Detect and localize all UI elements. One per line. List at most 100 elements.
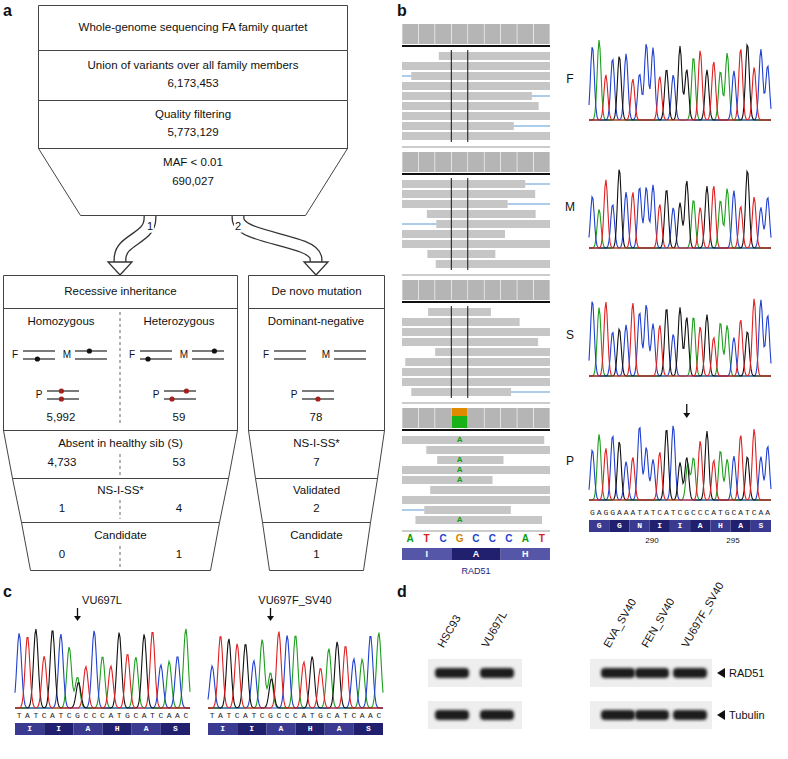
coverage-bar bbox=[452, 408, 468, 428]
western-blot bbox=[428, 659, 725, 729]
variant-arrow bbox=[270, 608, 271, 617]
node-text: Candidate bbox=[94, 529, 146, 542]
sequence-read bbox=[430, 486, 550, 494]
lane-label: VU697F_SV40 bbox=[678, 579, 727, 650]
arrow-head bbox=[108, 262, 132, 275]
amino-acid-track: G G N I I A H A S bbox=[597, 521, 769, 530]
track-separator bbox=[402, 403, 550, 404]
allele-dot bbox=[87, 348, 92, 353]
node-outline bbox=[38, 50, 348, 100]
sequence-read bbox=[402, 92, 532, 100]
sequence-read bbox=[402, 102, 539, 110]
sequence-read bbox=[435, 348, 550, 356]
coverage-bar bbox=[419, 24, 435, 44]
track-divider bbox=[402, 45, 550, 47]
node-text: De novo mutation bbox=[271, 285, 361, 298]
variant-base: A bbox=[457, 465, 463, 474]
variant-arrow-head bbox=[683, 413, 690, 418]
node-text: 5,992 bbox=[47, 411, 76, 424]
codon-number: 290 bbox=[645, 536, 658, 545]
band-label: Tubulin bbox=[729, 709, 765, 722]
track-separator bbox=[402, 147, 550, 148]
amino-acid: I bbox=[425, 549, 428, 559]
protein-band bbox=[480, 710, 514, 720]
branch-box: Dominant-negativeFMP78De novo mutation bbox=[248, 275, 385, 430]
mate-link bbox=[514, 126, 550, 127]
sequence-read bbox=[402, 122, 514, 130]
dashed-divider bbox=[120, 312, 121, 426]
box-border bbox=[4, 431, 238, 479]
node-text: 59 bbox=[173, 411, 186, 424]
chromosome-line bbox=[23, 350, 55, 351]
variant-base: A bbox=[457, 435, 463, 444]
amino-acid-bar bbox=[402, 548, 451, 560]
box-border bbox=[256, 479, 378, 523]
coverage-bar bbox=[501, 280, 517, 300]
sequence-read bbox=[402, 132, 550, 140]
inheritance-model: HeterozygousFMP59 bbox=[120, 308, 238, 430]
igv-alignment bbox=[402, 24, 550, 560]
column-marker bbox=[451, 178, 452, 270]
filter-step: NS-I-SS*14 bbox=[12, 478, 229, 522]
branch-arrow bbox=[108, 215, 150, 275]
reference-base: C bbox=[489, 533, 496, 545]
node-text: 5,773,129 bbox=[167, 126, 218, 139]
sample-label: VU697L bbox=[82, 594, 122, 607]
node-text: Candidate bbox=[290, 529, 342, 542]
section-divider bbox=[3, 308, 238, 309]
trace bbox=[589, 44, 771, 120]
mate-link bbox=[402, 510, 424, 511]
variant-arrow bbox=[77, 608, 78, 617]
mate-link bbox=[402, 76, 411, 77]
variant-base: A bbox=[457, 475, 463, 484]
panel-letter: b bbox=[397, 2, 407, 20]
sequence-read bbox=[437, 456, 503, 464]
sample-label: P bbox=[566, 455, 574, 469]
sequence-read bbox=[402, 378, 550, 386]
allele-dot bbox=[145, 356, 150, 361]
chromosome-line bbox=[192, 358, 224, 359]
node-text: 78 bbox=[310, 411, 323, 424]
sequence-read bbox=[424, 506, 511, 514]
node-text: Heterozygous bbox=[144, 315, 215, 328]
trace bbox=[589, 426, 771, 500]
trace bbox=[15, 629, 190, 708]
trace-bases: GAGGAAATATCATCGCCCATGCATCAA bbox=[590, 508, 772, 517]
dashed-divider bbox=[120, 454, 121, 475]
chromatogram bbox=[589, 170, 771, 248]
node-text: Whole-genome sequencing FA family quarte… bbox=[79, 21, 308, 34]
trace bbox=[15, 631, 190, 708]
node-text: P bbox=[36, 389, 43, 401]
coverage-bar bbox=[435, 280, 451, 300]
coverage-bar bbox=[402, 408, 418, 428]
filter-step: Union of variants over all family member… bbox=[38, 50, 348, 100]
trace-bases: TATCATCGCCCATGCATCAAC bbox=[17, 711, 192, 720]
column-marker bbox=[467, 50, 468, 142]
chromosome-line bbox=[192, 350, 224, 351]
sequence-read bbox=[402, 190, 535, 198]
filter-step: Absent in healthy sib (S)4,73353 bbox=[3, 430, 238, 478]
chromosome-line bbox=[75, 358, 107, 359]
coverage-bar bbox=[534, 408, 550, 428]
sequence-read bbox=[427, 210, 536, 218]
sample-label: M bbox=[565, 201, 575, 215]
sequence-read bbox=[402, 112, 550, 120]
chromosome-line bbox=[164, 390, 196, 391]
node-text: 690,027 bbox=[172, 175, 214, 188]
trace-bases: TATCATCGCCCATGCATCAAC bbox=[210, 711, 385, 720]
gene-name: RAD51 bbox=[461, 566, 490, 576]
filter-step: Quality filtering5,773,129 bbox=[38, 100, 348, 148]
node-text: F bbox=[129, 349, 135, 361]
trace bbox=[589, 429, 771, 500]
node-outline bbox=[21, 522, 220, 570]
protein-band bbox=[601, 710, 635, 720]
variant-base: A bbox=[457, 455, 463, 464]
sample-label: S bbox=[566, 329, 574, 343]
reference-base: C bbox=[505, 533, 512, 545]
filter-step: MAF < 0.01690,027 bbox=[38, 148, 348, 215]
box-border bbox=[22, 523, 220, 571]
blot-strip bbox=[590, 659, 712, 687]
node-text: M bbox=[322, 349, 330, 361]
coverage-bar bbox=[452, 280, 468, 300]
